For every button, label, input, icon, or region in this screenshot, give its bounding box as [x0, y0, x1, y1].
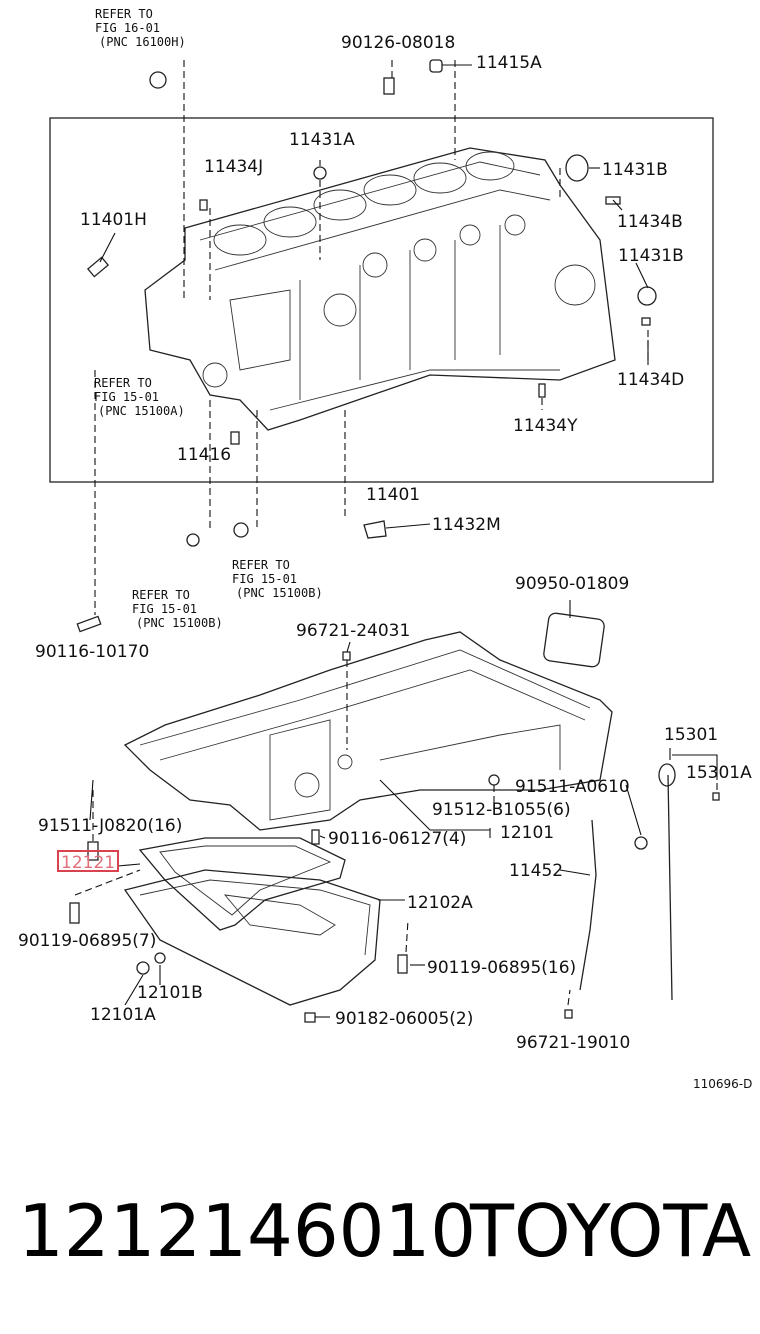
- label-12101A: 12101A: [90, 1005, 156, 1025]
- highlight-box-12121: [57, 850, 119, 872]
- label-12101B: 12101B: [137, 983, 203, 1003]
- dipstick-15301: [667, 774, 673, 1001]
- label-91511-J0820: 91511-J0820(16): [38, 816, 182, 836]
- label-15301A: 15301A: [686, 763, 752, 783]
- seal-ring-15-01-left: [186, 533, 200, 547]
- label-12102A: 12102A: [407, 893, 473, 913]
- ref-15-01-a-line3: (PNC 15100A): [98, 404, 185, 418]
- ref-15-01-b2-line1: REFER TO: [132, 588, 190, 602]
- guide-11452: [579, 819, 597, 991]
- pin-11434J: [199, 199, 208, 211]
- label-90119-06895-16: 90119-06895(16): [427, 958, 576, 978]
- ref-16-01-line1: REFER TO: [95, 7, 153, 21]
- label-90119-06895-7: 90119-06895(7): [18, 931, 156, 951]
- stud-11401H: [86, 256, 110, 278]
- engine-block-frame: [49, 117, 714, 483]
- label-11434Y: 11434Y: [513, 416, 578, 436]
- ref-16-01-line3: (PNC 16100H): [99, 35, 186, 49]
- label-12101: 12101: [500, 823, 554, 843]
- stud-90116-10170: [76, 615, 102, 633]
- label-11431B-top: 11431B: [602, 160, 668, 180]
- plug-11431B-top: [565, 154, 589, 182]
- label-90116-10170: 90116-10170: [35, 642, 149, 662]
- label-96721-24031: 96721-24031: [296, 621, 410, 641]
- block-dashed-lines: [94, 60, 649, 615]
- sensor-11432M: [363, 520, 387, 539]
- oil-pan-drawing: [123, 612, 613, 831]
- label-90126-08018: 90126-08018: [341, 33, 455, 53]
- label-91511-A0610: 91511-A0610: [515, 777, 630, 797]
- pin-11434Y: [538, 383, 546, 398]
- plug-11431A: [313, 166, 327, 180]
- label-12121-highlighted: 12121: [61, 853, 115, 873]
- ref-15-01-b2-line3: (PNC 15100B): [136, 616, 223, 630]
- diagram-code: 110696-D: [693, 1077, 752, 1091]
- label-11401: 11401: [366, 485, 420, 505]
- bolt-11416: [230, 431, 240, 445]
- label-11452: 11452: [509, 861, 563, 881]
- label-11432M: 11432M: [432, 515, 501, 535]
- label-11415A: 11415A: [476, 53, 542, 73]
- label-11434B: 11434B: [617, 212, 683, 232]
- ref-15-01-b1-line2: FIG 15-01: [232, 572, 297, 586]
- cylinder-block-drawing: [144, 147, 616, 431]
- plug-11431B-side: [637, 286, 657, 306]
- ref-15-01-a-line1: REFER TO: [94, 376, 152, 390]
- seal-ring-16-01: [149, 71, 167, 89]
- pin-11434D: [641, 317, 651, 326]
- ref-15-01-b1-line3: (PNC 15100B): [236, 586, 323, 600]
- label-11434D: 11434D: [617, 370, 684, 390]
- label-11416: 11416: [177, 445, 231, 465]
- pan-dashed-lines: [74, 660, 718, 1006]
- pan-leader-lines: [89, 600, 718, 1018]
- label-15301: 15301: [664, 725, 718, 745]
- ref-15-01-b2-line2: FIG 15-01: [132, 602, 197, 616]
- label-11401H: 11401H: [80, 210, 147, 230]
- ref-15-01-a-line2: FIG 15-01: [94, 390, 159, 404]
- label-11431B-side: 11431B: [618, 246, 684, 266]
- ref-15-01-b1-line1: REFER TO: [232, 558, 290, 572]
- footer-brand: TOYOTA: [469, 1189, 751, 1273]
- label-96721-19010: 96721-19010: [516, 1033, 630, 1053]
- plug-11415A: [429, 59, 443, 73]
- label-90182-06005: 90182-06005(2): [335, 1009, 473, 1029]
- label-90116-06127: 90116-06127(4): [328, 829, 466, 849]
- oil-pan-12102A: [123, 869, 381, 1006]
- seal-ring-15-01-right: [233, 522, 249, 538]
- stud-90126: [383, 77, 395, 95]
- block-leader-lines: [99, 64, 649, 529]
- label-11434J: 11434J: [204, 157, 263, 177]
- gasket-12121: [138, 837, 346, 931]
- label-11431A: 11431A: [289, 130, 355, 150]
- pin-11434B: [605, 196, 621, 205]
- footer-part-number: 1212146010: [18, 1189, 476, 1273]
- part-90950-01809: [543, 612, 605, 668]
- block-small-parts: [76, 59, 657, 633]
- label-91512-B1055: 91512-B1055(6): [432, 800, 571, 820]
- label-90950-01809: 90950-01809: [515, 574, 629, 594]
- ref-16-01-line2: FIG 16-01: [95, 21, 160, 35]
